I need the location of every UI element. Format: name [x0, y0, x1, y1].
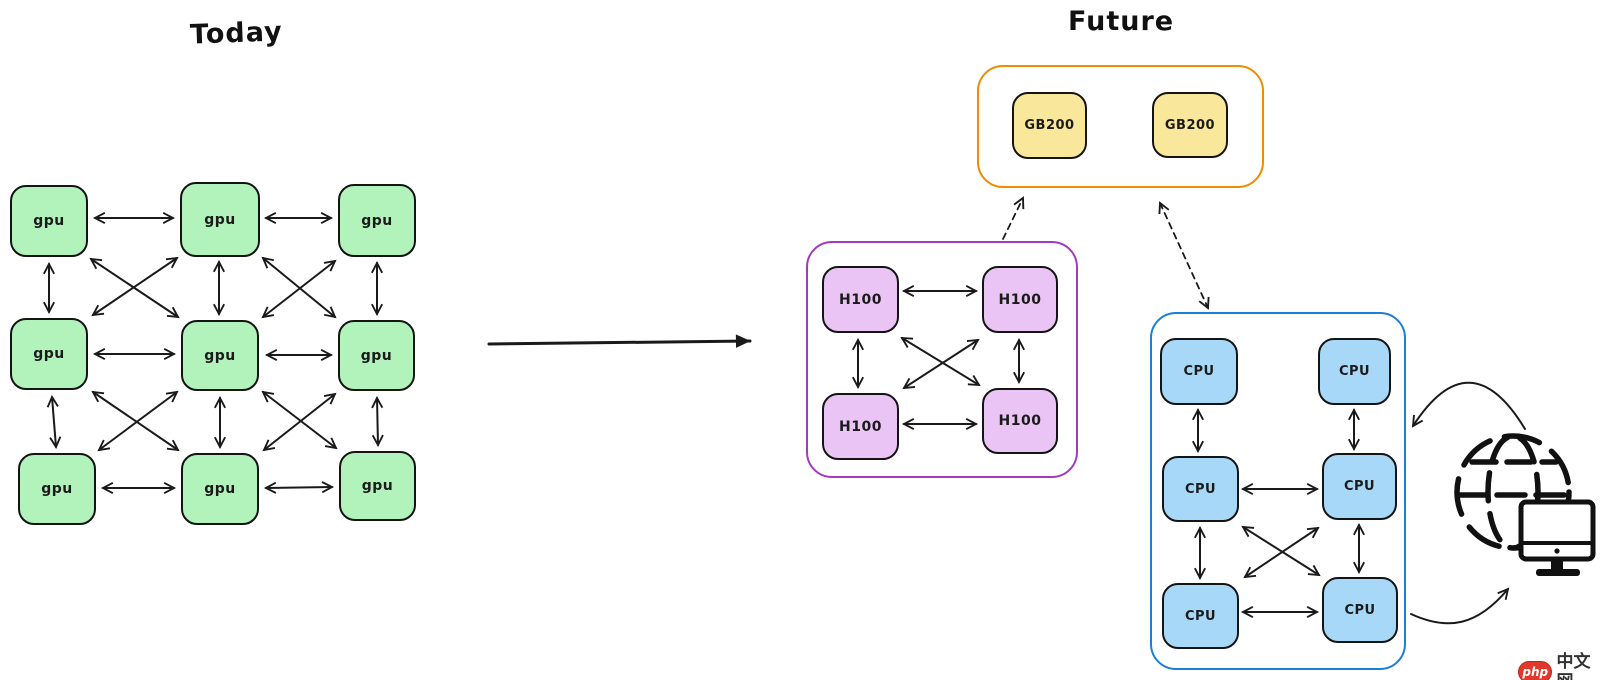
php-logo-badge: php	[1518, 661, 1553, 680]
gpu-node-8: gpu	[181, 453, 259, 525]
h100-cluster-arrows	[852, 285, 1025, 430]
php-logo-text: php	[1522, 665, 1549, 679]
h100-node-4: H100	[982, 388, 1058, 454]
watermark-site-name: 中文网	[1556, 652, 1591, 680]
gpu-node-6: gpu	[338, 320, 415, 391]
monitor-icon	[1518, 499, 1596, 576]
today-to-future-arrow	[487, 334, 752, 348]
h100-cluster	[806, 241, 1078, 478]
gpu-node-4: gpu	[10, 318, 88, 390]
cluster-dashed-links	[1002, 196, 1210, 310]
cpu-node-2: CPU	[1318, 338, 1391, 405]
h100-node-3: H100	[822, 393, 899, 460]
cpu-node-5: CPU	[1162, 583, 1239, 649]
cpu-cluster	[1150, 312, 1406, 670]
gb200-cluster	[977, 65, 1264, 188]
gpu-node-3: gpu	[338, 184, 416, 257]
internet-curved-arrows	[1410, 381, 1526, 625]
watermark: php 中文网	[1518, 652, 1600, 680]
cpu-node-4: CPU	[1322, 453, 1397, 520]
gb200-node-1: GB200	[1012, 92, 1087, 159]
cpu-node-6: CPU	[1322, 577, 1398, 643]
h100-node-2: H100	[982, 266, 1058, 333]
cpu-node-3: CPU	[1162, 456, 1239, 522]
today-grid-arrows	[43, 212, 384, 494]
gpu-node-5: gpu	[181, 320, 259, 391]
cpu-node-1: CPU	[1160, 338, 1238, 405]
cpu-cluster-arrows	[1192, 407, 1365, 618]
h100-node-1: H100	[822, 266, 899, 333]
globe-icon	[1454, 433, 1572, 551]
future-title: Future	[1068, 6, 1175, 37]
gpu-node-2: gpu	[180, 182, 260, 257]
gb200-node-2: GB200	[1152, 92, 1228, 158]
gpu-node-9: gpu	[339, 451, 416, 521]
gpu-node-1: gpu	[10, 185, 88, 257]
today-title: Today	[189, 16, 284, 51]
gpu-node-7: gpu	[18, 453, 96, 525]
